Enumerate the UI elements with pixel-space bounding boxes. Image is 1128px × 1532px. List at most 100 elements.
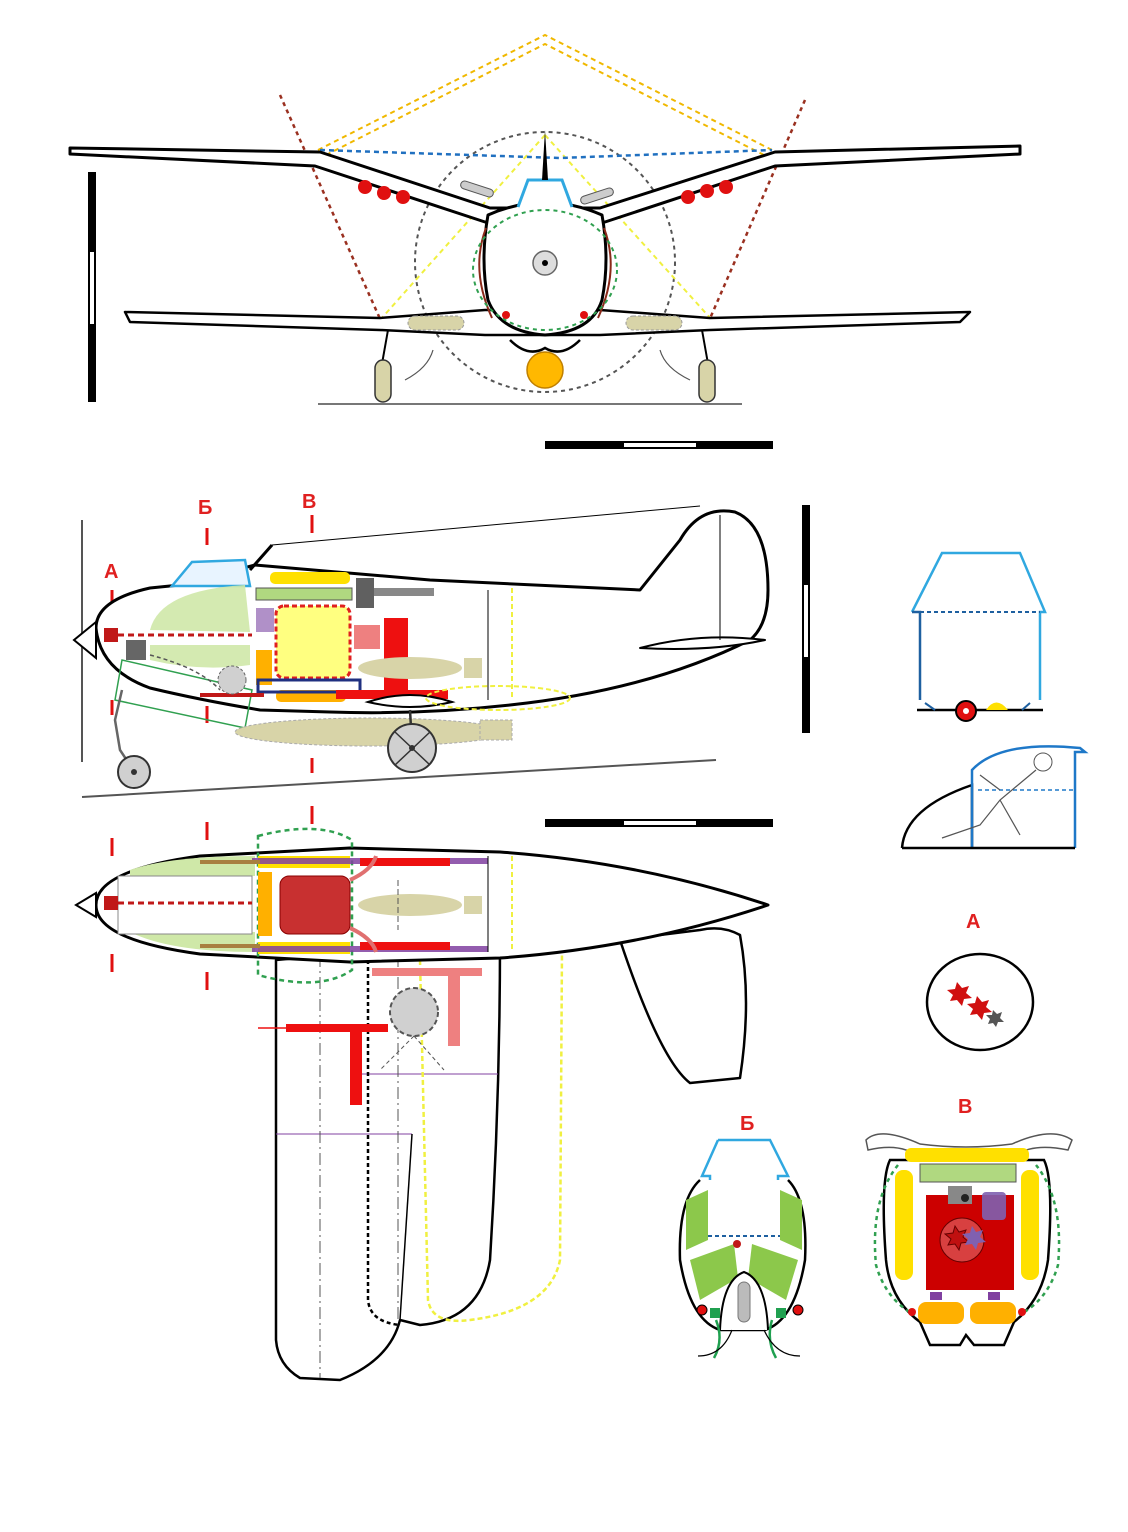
upper-wing [68, 144, 1022, 224]
side-view: А Б В [72, 491, 810, 827]
top-bomb [358, 894, 462, 916]
section-v-grey-block [948, 1186, 972, 1204]
front-scale-bar-vertical [88, 172, 96, 402]
top-cockpit-area [117, 875, 253, 935]
top-wing [274, 938, 502, 1382]
top-exhaust-lower [349, 926, 378, 953]
lower-wing-tank-right [625, 315, 683, 331]
top-wheel-retract-lines [379, 1035, 445, 1071]
side-wing-fold-dash [425, 685, 571, 711]
wheel-left-icon [374, 359, 392, 403]
main-wheel-spokes-icon [394, 731, 431, 766]
section-v-yellow-right [1021, 1170, 1039, 1280]
top-wing-fold-black-dash [366, 960, 401, 1327]
open-arrow-right-icon [763, 1329, 801, 1357]
wing-radiator-left [460, 180, 494, 198]
side-engine-block [274, 604, 352, 680]
front-green-dash [472, 209, 618, 331]
section-b-tank-right [780, 1190, 802, 1250]
side-scale-bar-horizontal [545, 819, 773, 827]
top-gun-upper [360, 858, 450, 866]
side-gun-pink [354, 625, 380, 649]
top-wing-gun-folded [372, 968, 482, 976]
side-grey-block [356, 578, 374, 608]
side-retract-path [149, 654, 221, 691]
front-chin-scoop [509, 339, 581, 353]
front-blue-dash [319, 148, 773, 160]
side-nose-gun [104, 628, 118, 642]
top-engine [279, 875, 351, 935]
section-v-orange-left [918, 1302, 964, 1324]
side-bomb-fin [464, 658, 482, 678]
top-wing-fold-line [399, 1133, 413, 1321]
gear-star-icon [947, 982, 972, 1006]
top-wing-gun [286, 1024, 388, 1032]
side-scale-bar-vertical [802, 505, 810, 733]
top-green-dash [256, 827, 354, 984]
side-spinner-icon [72, 619, 97, 661]
retract-arrow-left-icon [404, 349, 434, 381]
section-b-tank-lower-right [748, 1244, 798, 1300]
front-yellow-dash-right [544, 134, 713, 321]
wing-radiator-right [580, 187, 614, 205]
section-b-detail: Б [678, 1113, 807, 1359]
section-b-port-icon [792, 1304, 804, 1316]
top-view [74, 806, 770, 1382]
section-lines-side [110, 515, 314, 773]
section-a-label: А [104, 561, 118, 583]
section-lines-top [110, 806, 314, 990]
top-tailplane [618, 927, 748, 1085]
canopy-yellow-dome [986, 702, 1008, 710]
canopy-gun-muzzle-icon [963, 708, 969, 714]
section-v-purple-foot-right [988, 1292, 1000, 1300]
section-v-yellow-top [905, 1148, 1029, 1162]
retract-arrow-right-icon [659, 349, 691, 381]
front-brown-dash-left [278, 94, 387, 331]
canopy-side-detail [900, 745, 1089, 850]
propeller-arc [414, 131, 676, 393]
open-arrow-left-icon [697, 1329, 733, 1357]
side-canopy [169, 558, 252, 588]
wheel-hub-icon [131, 769, 137, 775]
canopy-frame [248, 544, 274, 571]
top-gun-lower [360, 942, 450, 950]
front-wing-fold-outline [317, 33, 773, 151]
section-b-gun-icon [733, 1240, 741, 1248]
top-wing-gun-mount [350, 1030, 362, 1105]
front-fuselage-brown-ring [478, 227, 612, 319]
section-b-strut [737, 1281, 751, 1323]
section-b-title: Б [740, 1113, 754, 1135]
section-v-port-icon [908, 1308, 916, 1316]
front-wing-fold-outline-2 [325, 42, 765, 156]
side-grey-square [126, 640, 146, 660]
section-v-orange-right [970, 1302, 1016, 1324]
section-v-label: В [302, 491, 316, 513]
section-b-tank-left [686, 1190, 708, 1250]
section-v-purple-foot-left [930, 1292, 942, 1300]
section-v-purple-block [982, 1192, 1006, 1220]
side-gun-rod [200, 693, 264, 697]
top-wing-gun-folded-mount [448, 974, 460, 1046]
side-retracted-wheel [217, 665, 247, 695]
wing-gun-circles-left [358, 180, 410, 204]
wheel-right-icon [698, 359, 716, 403]
front-view [68, 33, 1022, 449]
side-grey-rod [374, 588, 434, 596]
section-v-yellow-left [895, 1170, 913, 1280]
section-b-port-icon [696, 1304, 708, 1316]
pilot-figure-icon [941, 769, 1037, 839]
front-canopy [516, 178, 574, 208]
side-ground-line [81, 759, 717, 798]
gear-star-icon [967, 996, 992, 1020]
side-purple-part [256, 608, 274, 632]
side-green-bar [255, 587, 353, 601]
pilot-head-icon [1033, 752, 1053, 772]
side-orange-block [256, 650, 272, 685]
gear-star-icon [962, 1226, 986, 1250]
antenna-wire [271, 505, 701, 546]
side-drop-tank [234, 717, 506, 747]
top-bomb-fin [464, 896, 482, 914]
section-a-title: А [966, 911, 980, 933]
gun-port-icon [580, 311, 588, 319]
